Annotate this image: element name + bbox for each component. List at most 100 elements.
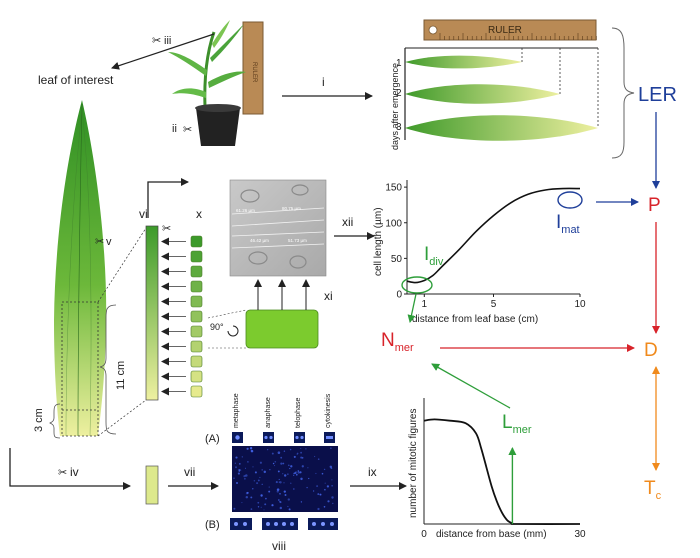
nucleus-dot (305, 448, 307, 450)
step-ii-label: ii (172, 123, 177, 135)
leaf-day-2 (405, 84, 560, 104)
chromosome-dot (326, 436, 333, 439)
leaf-segment (190, 265, 203, 278)
nucleus-dot (316, 485, 319, 488)
x-axis-label: distance from base (mm) (436, 529, 547, 540)
x-tick-label: 0 (421, 529, 427, 540)
fluorescence-panel: (A) (B) metaphase anaphase telophase cyt… (205, 393, 338, 531)
micrograph-image (229, 179, 327, 277)
nucleus-dot (278, 481, 280, 483)
l-mer-label: Lmer (502, 412, 532, 436)
nucleus-dot (237, 472, 240, 475)
nucleus-dot (257, 479, 260, 482)
nucleus-dot (257, 506, 260, 508)
nucleus-dot (289, 467, 291, 470)
mitosis-nuclei (234, 522, 334, 526)
phase-image (263, 432, 274, 443)
nucleus-dot (278, 478, 280, 480)
big-leaf (54, 100, 107, 437)
d-label: D (644, 340, 658, 361)
nucleus-dot (250, 449, 252, 451)
nucleus-dot (253, 479, 256, 482)
nucleus-dot (239, 469, 242, 471)
plant-leaf (210, 24, 244, 62)
day-1-label: 1 (396, 58, 402, 69)
scissors-icon: ✂ (183, 124, 192, 136)
y-tick-label: 50 (391, 254, 403, 265)
nucleus-dot (268, 490, 271, 493)
potted-plant: RULER (168, 20, 264, 146)
plant-ruler (242, 21, 264, 115)
nucleus-dot (267, 449, 269, 451)
step-iv-label: iv (70, 465, 79, 479)
nucleus-dot (297, 470, 300, 472)
plant-pot (196, 108, 240, 146)
phase-telophase: telophase (295, 398, 302, 428)
leaf-segment (190, 370, 203, 383)
plant-stem (203, 31, 216, 109)
nucleus-dot (300, 447, 302, 450)
step-vii-label: vii (184, 465, 195, 479)
phase-cytokinesis: cytokinesis (325, 393, 332, 428)
step-iii-label: iii (164, 35, 171, 47)
nucleus-dot (233, 507, 236, 510)
stomata (291, 184, 309, 196)
nucleus-dot (315, 472, 317, 475)
nucleus-dot (264, 503, 267, 506)
measurement-1: 61.26 µm (236, 208, 255, 213)
nucleus-dot (257, 501, 260, 504)
stomata (289, 255, 307, 269)
chromosome-dot (295, 435, 299, 440)
nucleus-dot (244, 467, 247, 469)
nucleus-dot (299, 471, 302, 474)
nucleus-dot (307, 467, 309, 469)
cell-walls (231, 207, 325, 249)
nucleus-dot (321, 522, 325, 526)
nucleus-dot (319, 493, 322, 496)
nucleus-dot (317, 458, 320, 460)
leaf-segment (190, 250, 203, 263)
nucleus-dot (331, 496, 334, 499)
pot-rim (195, 104, 241, 112)
nucleus-dot (287, 473, 289, 475)
nucleus-dot (324, 482, 326, 484)
nuclei (233, 447, 334, 511)
nucleus-dot (301, 465, 304, 468)
leaf-strip (145, 225, 159, 401)
nucleus-dot (233, 477, 235, 480)
nucleus-dot (274, 460, 277, 463)
zoom-line (97, 227, 147, 303)
x-axis-label: distance from leaf base (cm) (412, 314, 538, 325)
day-3-label: 3 (396, 122, 402, 133)
phase-metaphase: metaphase (233, 393, 240, 428)
step-viii-label: viii (272, 539, 286, 553)
phase-anaphase: anaphase (265, 397, 272, 428)
nucleus-dot (288, 508, 291, 511)
phase-image (294, 432, 305, 443)
leaf-segment (190, 385, 203, 398)
rotate-icon (227, 325, 239, 337)
ruler (423, 19, 597, 41)
nucleus-dot (272, 462, 275, 465)
ler-brace (611, 27, 635, 159)
n-mer-label: Nmer (381, 330, 414, 354)
plant-leaf (212, 20, 230, 48)
nucleus-dot (274, 465, 276, 467)
nucleus-dot (252, 466, 254, 468)
nucleus-dot (245, 495, 249, 499)
nucleus-dot (283, 482, 285, 484)
nucleus-dot (238, 463, 241, 465)
i-mat-label: Imat (556, 212, 580, 236)
nucleus-dot (276, 490, 279, 493)
nucleus-dot (317, 507, 320, 511)
nucleus-dot (254, 471, 257, 474)
nucleus-dot (260, 494, 263, 497)
nucleus-dot (297, 471, 300, 474)
nucleus-dot (256, 482, 259, 485)
nucleus-dot (235, 466, 237, 469)
stomata (240, 189, 260, 203)
leaf-day-3 (405, 115, 598, 141)
nucleus-dot (290, 465, 293, 468)
